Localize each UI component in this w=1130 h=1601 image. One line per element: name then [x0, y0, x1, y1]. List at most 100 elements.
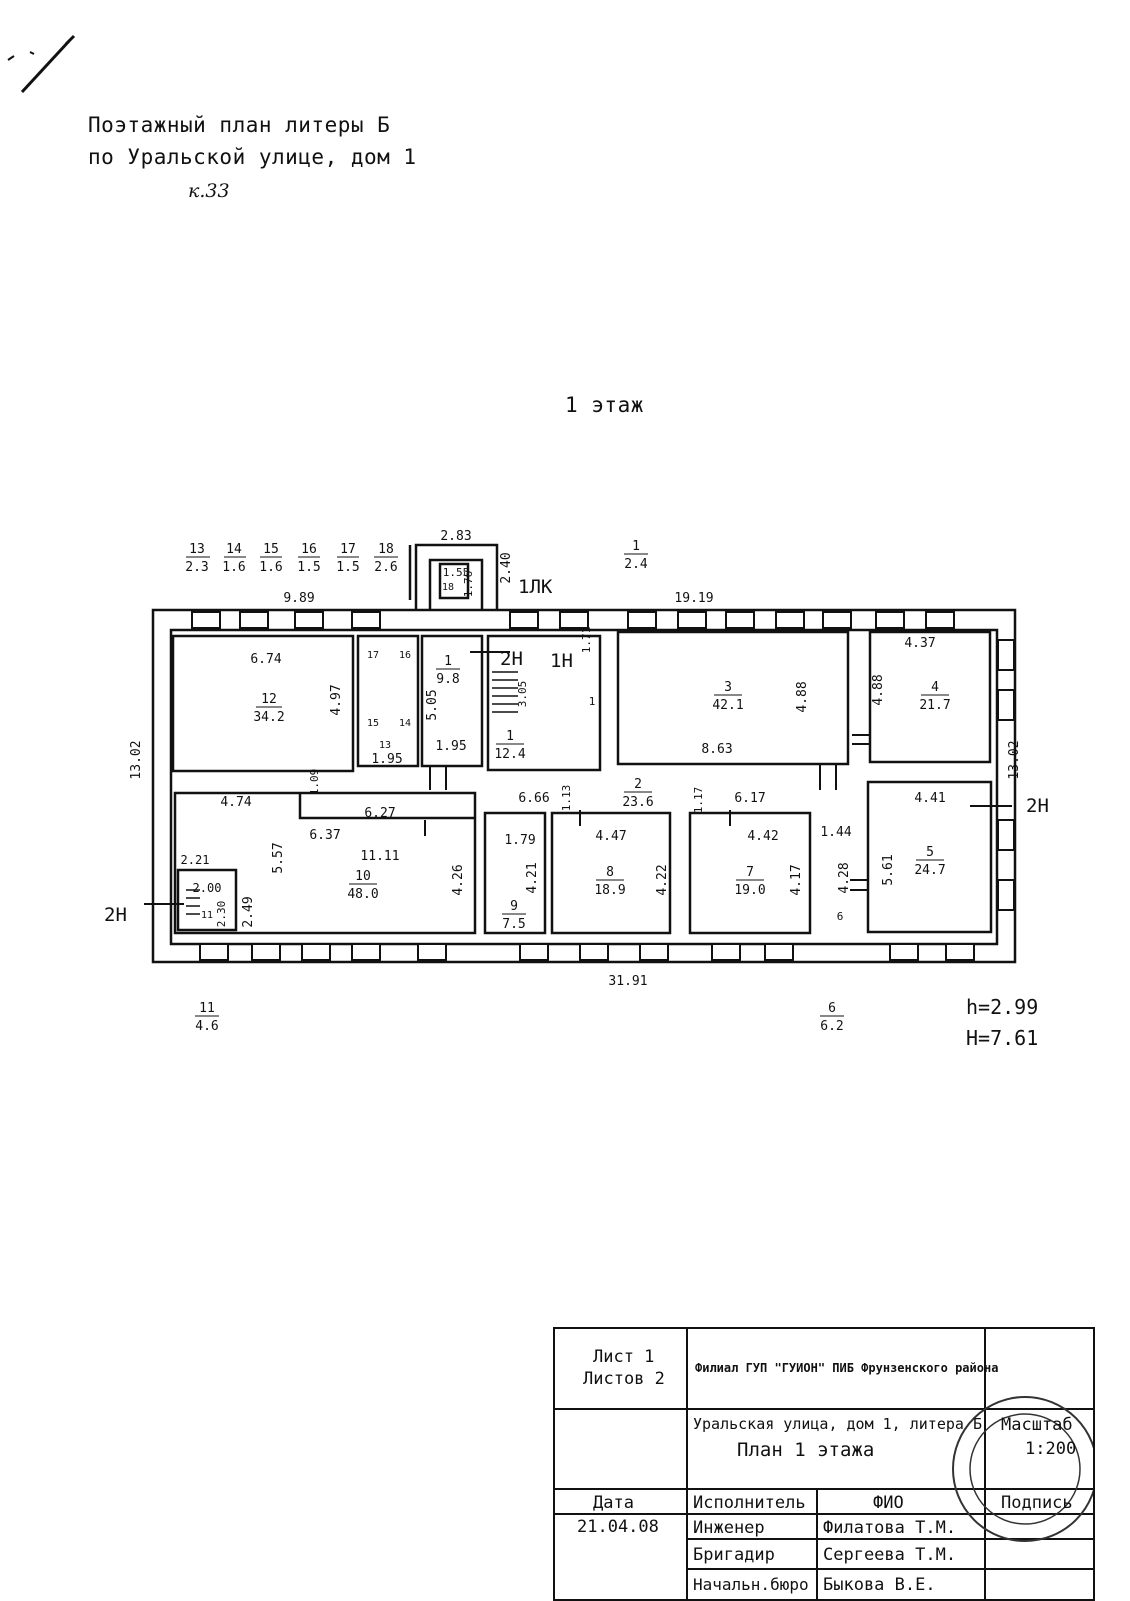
room-area: 42.1	[712, 698, 743, 713]
dimension: 1.76	[462, 571, 475, 598]
dimension: 1.79	[504, 833, 535, 848]
ceiling-height: h=2.99	[966, 995, 1038, 1019]
dimension: 5.05	[425, 689, 440, 720]
room-number: 4	[931, 680, 939, 695]
entrance-label: 2Н	[1026, 795, 1049, 817]
entrance-label: 1ЛК	[518, 576, 553, 598]
outdoor-room-area: 1.6	[259, 560, 282, 575]
room-number: 15	[367, 718, 379, 729]
floor-plan: 132.3 141.6 151.6 161.5 171.5 182.6 12.4…	[104, 529, 1049, 1050]
dimension: 4.17	[789, 864, 804, 895]
room-number: 13	[379, 740, 391, 751]
dimension: 6.66	[518, 791, 549, 806]
dimension: 4.22	[655, 864, 670, 895]
room-area: 9.8	[436, 672, 459, 687]
room-number: 11	[201, 910, 213, 921]
dimension: 4.41	[914, 791, 945, 806]
date-label: Дата	[593, 1493, 634, 1513]
height-labels: h=2.99 H=7.61	[966, 995, 1038, 1050]
dimension: 1.71	[580, 627, 593, 654]
dimension: 4.97	[329, 684, 344, 715]
dimension: 13.02	[1007, 740, 1022, 779]
entrance-label: 2Н	[500, 648, 523, 670]
dimension: 4.21	[525, 862, 540, 893]
name-bureau-head: Быкова В.Е.	[823, 1575, 936, 1595]
outdoor-room-area: 2.4	[624, 557, 648, 572]
room-number: 18	[442, 582, 454, 593]
outdoor-room-number: 17	[340, 542, 356, 557]
room-number: 16	[399, 650, 411, 661]
outdoor-room-area: 2.6	[374, 560, 397, 575]
dimension: 5.57	[271, 842, 286, 873]
room-area: 34.2	[253, 710, 284, 725]
room-number: 2	[634, 777, 642, 792]
outdoor-room-number: 14	[226, 542, 242, 557]
dimension: 1.17	[692, 787, 705, 814]
dimension: 8.63	[701, 742, 732, 757]
outdoor-room-number: 15	[263, 542, 279, 557]
dimension: 4.88	[795, 681, 810, 712]
dimension: 1.95	[371, 752, 402, 767]
dimension: 1.09	[308, 769, 321, 796]
windows-top	[191, 611, 955, 629]
dimension: 31.91	[608, 974, 647, 989]
dimension: 11.11	[360, 849, 399, 864]
room-area: 7.5	[502, 917, 525, 932]
outdoor-room-number: 16	[301, 542, 317, 557]
dimension: 6.17	[734, 791, 765, 806]
room-number: 1	[589, 695, 596, 708]
dimension: 2.83	[440, 529, 471, 544]
sheet-number: Лист 1	[593, 1347, 655, 1367]
dimension: 19.19	[674, 591, 713, 606]
official-stamp	[952, 1396, 1093, 1542]
windows-right	[997, 639, 1015, 911]
scale-value: 1:200	[1025, 1439, 1077, 1459]
dimension: 4.88	[871, 674, 886, 705]
outdoor-room-number: 18	[378, 542, 394, 557]
dimension: 5.61	[881, 854, 896, 885]
performer-label: Исполнитель	[693, 1493, 806, 1513]
dimension: 6.74	[250, 652, 281, 667]
organization-name: Филиал ГУП "ГУИОН" ПИБ Фрунзенского райо…	[695, 1361, 999, 1375]
dimension: 1.44	[820, 825, 851, 840]
outdoor-room-area: 1.6	[222, 560, 245, 575]
room-area: 18.9	[594, 883, 625, 898]
entrance-labels: 1ЛК 2Н 1Н 2Н 2Н	[104, 576, 1049, 926]
room-area: 21.7	[919, 698, 950, 713]
sheet-count: Листов 2	[583, 1369, 665, 1389]
room-number: 3	[724, 680, 732, 695]
corner-mark	[7, 34, 76, 94]
room-area: 23.6	[622, 795, 653, 810]
role-engineer: Инженер	[693, 1518, 765, 1538]
dimension: 1.55	[443, 566, 470, 579]
building-height: H=7.61	[966, 1026, 1038, 1050]
dimension: 2.21	[181, 853, 210, 867]
outdoor-room-number: 13	[189, 542, 205, 557]
room-number: 1	[506, 729, 514, 744]
dimension: 4.26	[451, 864, 466, 895]
title-block: Лист 1 Листов 2 Филиал ГУП "ГУИОН" ПИБ Ф…	[553, 1327, 1095, 1601]
dimension: 1.13	[560, 785, 573, 812]
room-area: 19.0	[734, 883, 765, 898]
dimension: 4.47	[595, 829, 626, 844]
door-marks	[144, 651, 1012, 905]
windows-bottom	[199, 943, 975, 961]
dimension: 2.49	[241, 896, 256, 927]
stairs	[186, 671, 518, 915]
dimension: 2.30	[215, 901, 228, 928]
outdoor-room-area: 6.2	[820, 1019, 843, 1034]
outdoor-room-area: 4.6	[195, 1019, 218, 1034]
outdoor-room-area: 1.5	[297, 560, 320, 575]
dimension: 2.00	[193, 881, 222, 895]
dimension: 4.42	[747, 829, 778, 844]
dimension: 6.37	[309, 828, 340, 843]
room-area: 24.7	[914, 863, 945, 878]
room-number: 17	[367, 650, 379, 661]
outdoor-room-number: 11	[199, 1001, 215, 1016]
outer-walls	[151, 543, 1017, 964]
role-bureau-head: Начальн.бюро	[693, 1575, 809, 1594]
plan-name: План 1 этажа	[737, 1439, 875, 1461]
outdoor-room-number: 1	[632, 539, 640, 554]
plan-title-line2: по Уральской улице, дом 1	[88, 145, 417, 169]
role-foreman: Бригадир	[693, 1545, 775, 1565]
